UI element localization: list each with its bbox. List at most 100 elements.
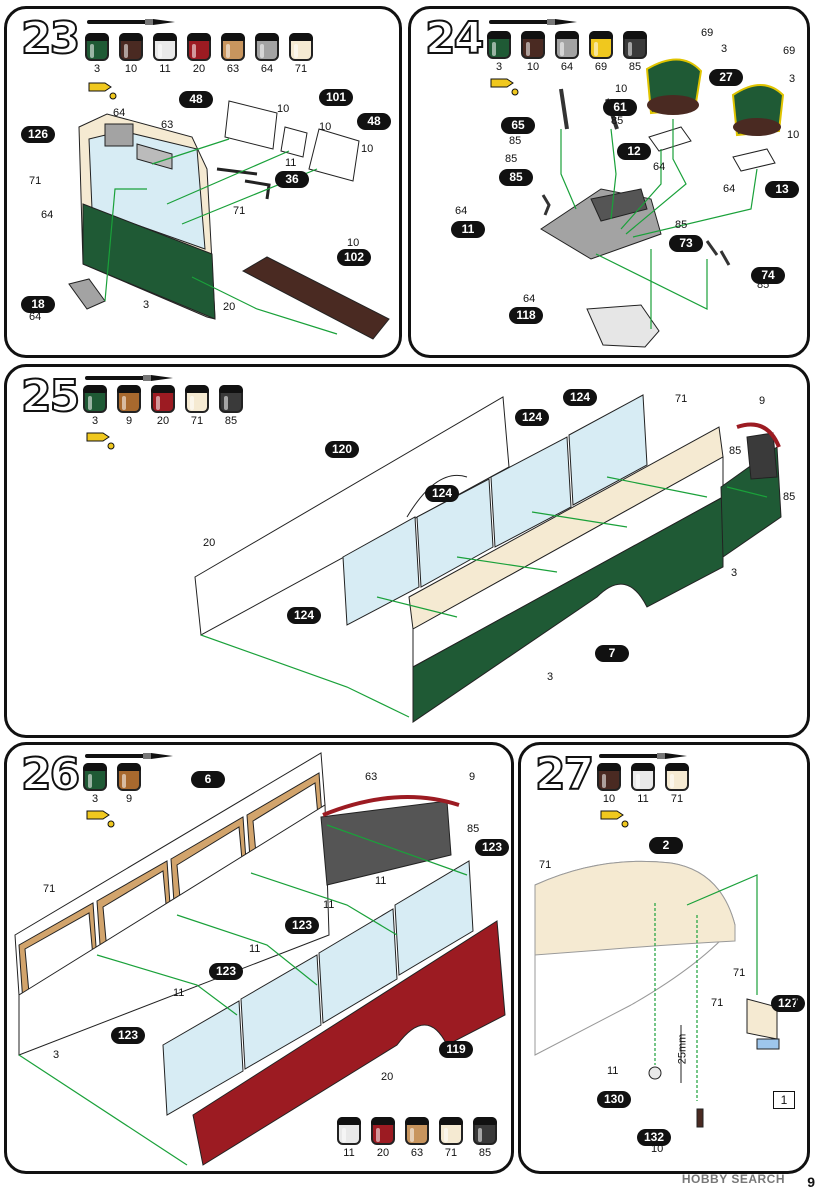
paint-pot: 10 <box>521 31 545 73</box>
paintbrush-icon <box>85 753 173 759</box>
part-number-tag: 6 <box>191 771 225 788</box>
color-callout: 11 <box>375 875 387 887</box>
part-number-tag: 127 <box>771 995 805 1012</box>
step-number: 26 <box>20 749 81 800</box>
color-callout: 64 <box>523 293 536 305</box>
color-callout: 71 <box>539 859 552 871</box>
color-callout: 85 <box>729 445 742 457</box>
paint-code: 3 <box>91 793 99 805</box>
paint-jar-icon <box>117 763 141 791</box>
color-callout: 64 <box>41 209 54 221</box>
color-callout: 10 <box>615 83 628 95</box>
part-number-tag: 124 <box>563 389 597 406</box>
part-number-tag: 12 <box>617 143 651 160</box>
color-callout: 3 <box>789 73 796 85</box>
part-number-tag: 27 <box>709 69 743 86</box>
part-number-tag: 126 <box>21 126 55 143</box>
part-number-tag: 2 <box>649 837 683 854</box>
color-callout: 71 <box>43 883 56 895</box>
color-callout: 85 <box>783 491 796 503</box>
part-number-tag: 11 <box>451 221 485 238</box>
dimension-label: 25mm <box>676 1033 689 1065</box>
part-number-tag: 73 <box>669 235 703 252</box>
part-number-tag: 13 <box>765 181 799 198</box>
paint-code: 10 <box>526 61 540 73</box>
paint-pot: 3 <box>83 763 107 805</box>
paintbrush-icon <box>489 19 577 25</box>
paint-jar-icon <box>405 1117 429 1145</box>
paint-jar-icon <box>473 1117 497 1145</box>
paint-jar-icon <box>589 31 613 59</box>
paint-jar-icon <box>221 33 245 61</box>
part-number-tag: 124 <box>425 485 459 502</box>
step-25-illustration <box>194 394 782 723</box>
paint-jar-icon <box>631 763 655 791</box>
paint-jar-icon <box>151 385 175 413</box>
paint-code: 85 <box>224 415 238 427</box>
paint-jar-icon <box>255 33 279 61</box>
paint-code: 20 <box>192 63 206 75</box>
paint-jar-icon <box>665 763 689 791</box>
paint-jar-icon <box>597 763 621 791</box>
part-number-tag: 48 <box>179 91 213 108</box>
paint-code: 20 <box>156 415 170 427</box>
color-callout: 71 <box>711 997 724 1009</box>
paint-pot: 10 <box>597 763 621 805</box>
part-number-tag: 74 <box>751 267 785 284</box>
color-callout: 10 <box>277 103 290 115</box>
color-callout: 10 <box>787 129 800 141</box>
paint-jar-icon <box>85 33 109 61</box>
paint-pot: 9 <box>117 763 141 805</box>
paint-code: 63 <box>226 63 240 75</box>
part-number-tag: 18 <box>21 296 55 313</box>
color-callout: 11 <box>285 157 297 169</box>
paint-code: 11 <box>159 63 171 75</box>
color-callout: 11 <box>249 943 261 955</box>
part-number-tag: 124 <box>515 409 549 426</box>
color-callout: 63 <box>161 119 174 131</box>
part-number-tag: 65 <box>501 117 535 134</box>
paint-pot: 71 <box>185 385 209 427</box>
color-callout: 10 <box>361 143 374 155</box>
brand-watermark: HOBBY SEARCH <box>681 1172 785 1186</box>
color-callout: 85 <box>509 135 522 147</box>
color-callout: 69 <box>701 27 714 39</box>
part-number-tag: 85 <box>499 169 533 186</box>
color-callout: 10 <box>347 237 360 249</box>
paint-code: 9 <box>125 793 133 805</box>
color-callout: 85 <box>675 219 688 231</box>
part-number-tag: 48 <box>357 113 391 130</box>
part-number-tag: 7 <box>595 645 629 662</box>
color-callout: 64 <box>653 161 666 173</box>
color-callout: 85 <box>467 823 480 835</box>
part-number-tag: 123 <box>209 963 243 980</box>
paint-code: 11 <box>343 1147 355 1159</box>
part-number-tag: 132 <box>637 1129 671 1146</box>
paint-jar-icon <box>289 33 313 61</box>
paint-pot: 11 <box>631 763 655 805</box>
paint-code: 3 <box>91 415 99 427</box>
paint-jar-icon <box>119 33 143 61</box>
paintbrush-icon <box>87 19 175 25</box>
paint-pot: 10 <box>119 33 143 75</box>
part-number-tag: 123 <box>111 1027 145 1044</box>
color-callout: 71 <box>233 205 246 217</box>
color-callout: 71 <box>675 393 688 405</box>
color-callout: 71 <box>733 967 746 979</box>
paint-jar-icon <box>153 33 177 61</box>
paint-jar-icon <box>487 31 511 59</box>
part-number-tag: 61 <box>603 99 637 116</box>
color-callout: 69 <box>783 45 796 57</box>
paint-jar-icon <box>371 1117 395 1145</box>
paint-jar-icon <box>623 31 647 59</box>
paint-jar-icon <box>439 1117 463 1145</box>
color-callout: 11 <box>607 1065 619 1077</box>
part-number-tag: 123 <box>285 917 319 934</box>
paint-jar-icon <box>187 33 211 61</box>
color-callout: 64 <box>723 183 736 195</box>
color-callout: 3 <box>721 43 728 55</box>
color-callout: 64 <box>455 205 468 217</box>
paint-code: 71 <box>190 415 204 427</box>
